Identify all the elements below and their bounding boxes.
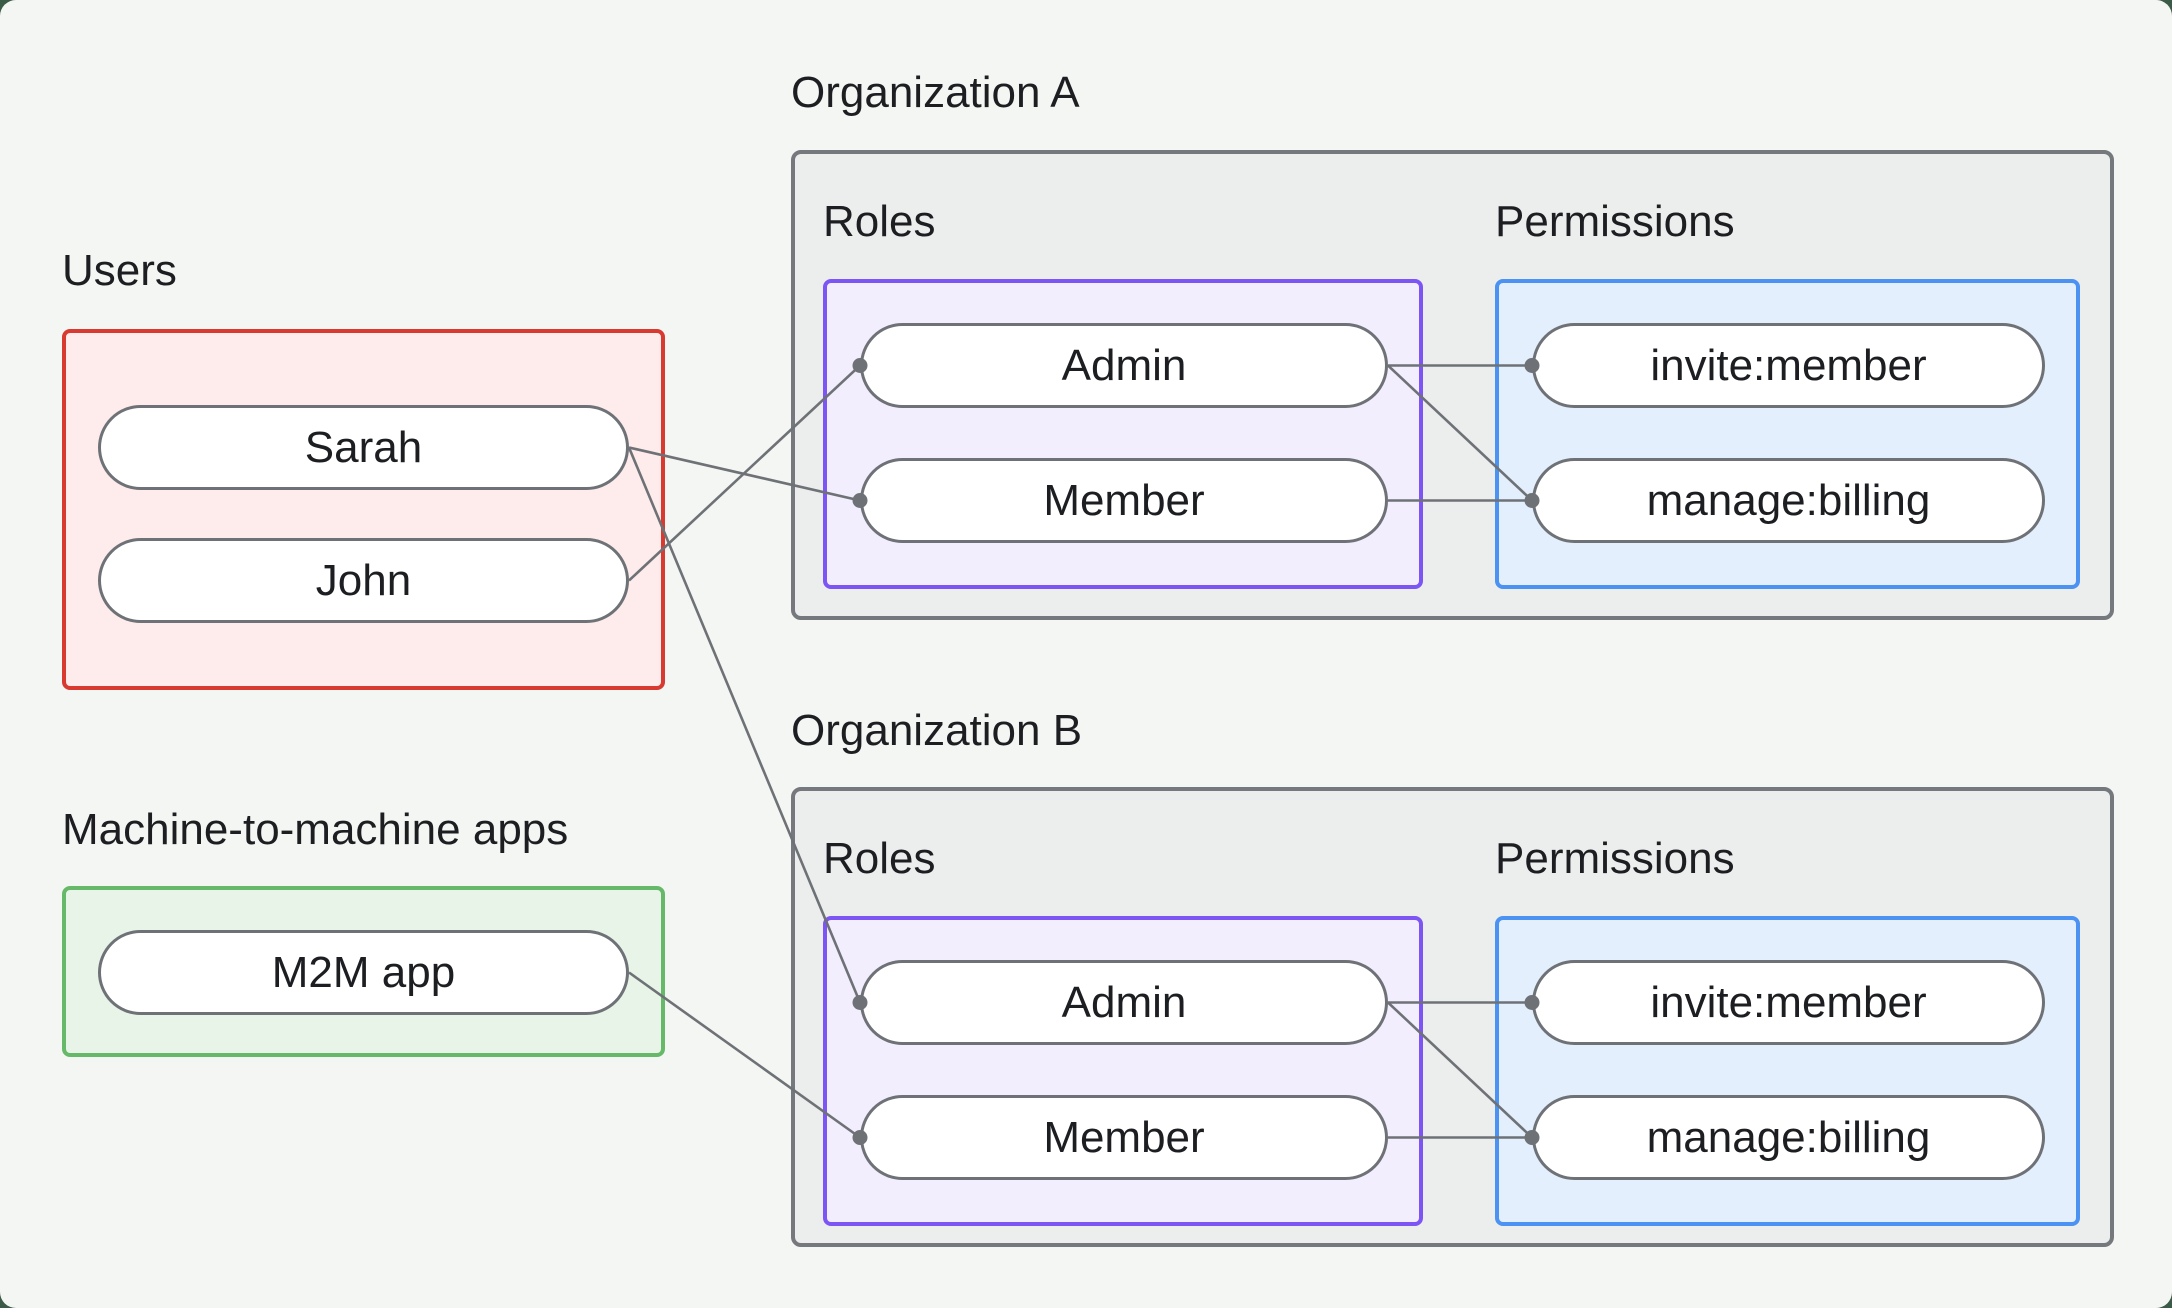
org-b-role-pill-member: Member xyxy=(860,1095,1388,1180)
org-a-permissions-box: invite:member manage:billing xyxy=(1495,279,2080,589)
org-b-role-admin-label: Admin xyxy=(1061,977,1187,1027)
org-b-permissions-box: invite:member manage:billing xyxy=(1495,916,2080,1226)
org-a-permissions-label: Permissions xyxy=(1495,197,1735,246)
user-pill-john: John xyxy=(98,538,629,623)
org-a-perm-billing-label: manage:billing xyxy=(1646,475,1931,525)
org-b-box: Roles Admin Member Permissions invite:me… xyxy=(791,787,2114,1247)
org-b-role-pill-admin: Admin xyxy=(860,960,1388,1045)
org-b-perm-pill-billing: manage:billing xyxy=(1532,1095,2045,1180)
org-b-perm-billing-label: manage:billing xyxy=(1646,1112,1931,1162)
users-group-box: Sarah John xyxy=(62,329,665,690)
org-b-roles-label: Roles xyxy=(823,834,936,883)
user-pill-sarah-label: Sarah xyxy=(304,422,423,472)
org-b-role-member-label: Member xyxy=(1043,1112,1205,1162)
org-a-role-member-label: Member xyxy=(1043,475,1205,525)
org-a-box: Roles Admin Member Permissions invite:me… xyxy=(791,150,2114,620)
user-pill-john-label: John xyxy=(315,555,412,605)
org-a-role-pill-member: Member xyxy=(860,458,1388,543)
org-a-roles-label: Roles xyxy=(823,197,936,246)
m2m-pill-app: M2M app xyxy=(98,930,629,1015)
org-b-title: Organization B xyxy=(791,706,1083,755)
org-a-role-pill-admin: Admin xyxy=(860,323,1388,408)
m2m-group-box: M2M app xyxy=(62,886,665,1057)
org-a-perm-invite-label: invite:member xyxy=(1650,340,1927,390)
org-a-title: Organization A xyxy=(791,68,1080,117)
org-a-role-admin-label: Admin xyxy=(1061,340,1187,390)
org-a-perm-pill-billing: manage:billing xyxy=(1532,458,2045,543)
org-a-roles-box: Admin Member xyxy=(823,279,1423,589)
org-b-perm-pill-invite: invite:member xyxy=(1532,960,2045,1045)
m2m-label: Machine-to-machine apps xyxy=(62,805,569,854)
org-a-perm-pill-invite: invite:member xyxy=(1532,323,2045,408)
org-b-perm-invite-label: invite:member xyxy=(1650,977,1927,1027)
org-b-permissions-label: Permissions xyxy=(1495,834,1735,883)
org-b-roles-box: Admin Member xyxy=(823,916,1423,1226)
m2m-pill-app-label: M2M app xyxy=(271,947,456,997)
users-label: Users xyxy=(62,246,177,295)
user-pill-sarah: Sarah xyxy=(98,405,629,490)
